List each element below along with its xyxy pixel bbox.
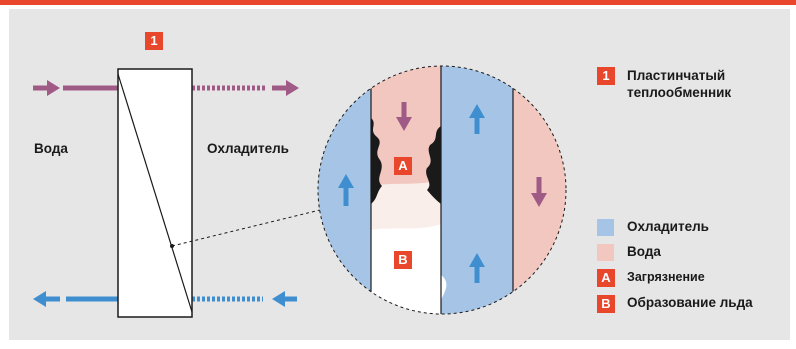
heat-exchanger-icon [117,68,193,318]
magnified-plate-view [318,66,566,314]
ice-badge: B [394,251,412,269]
legend-badge-b: B [597,295,615,313]
fouling-right [426,126,441,204]
legend-label-fouling: Загрязнение [627,270,705,284]
water-inlet-arrow-icon [33,80,118,96]
legend-label-coolant: Охладитель [627,219,709,234]
coolant-inlet-arrow-icon [192,291,297,307]
legend-label-water: Вода [627,244,661,259]
top-accent-bar [0,0,796,5]
legend-title: Пластинчатый теплообменник [627,67,731,101]
legend-swatch-coolant [597,219,614,236]
fouling-badge: A [394,157,412,175]
coolant-side-label: Охладитель [207,141,289,156]
water-down-arrow-icon-2 [531,177,547,207]
legend-label-ice: Образование льда [627,295,753,310]
water-side-label: Вода [34,141,68,156]
heat-exchanger-badge: 1 [145,32,163,50]
water-down-arrow-icon [396,102,412,131]
coolant-up-arrow-icon-2 [469,104,485,134]
legend-title-badge: 1 [597,67,615,85]
fouling-left [371,118,382,204]
zoom-leader-line [170,209,321,248]
zoom-circle-outline [317,65,567,315]
legend-badge-a: A [597,269,615,287]
coolant-outlet-arrow-icon [33,291,118,307]
legend-swatch-water [597,244,614,261]
water-outlet-arrow-icon [192,80,299,96]
coolant-up-arrow-icon [338,174,354,206]
legend-title-line1: Пластинчатый [627,68,726,83]
legend-title-line2: теплообменник [627,85,732,100]
coolant-up-arrow-icon-3 [469,253,485,283]
